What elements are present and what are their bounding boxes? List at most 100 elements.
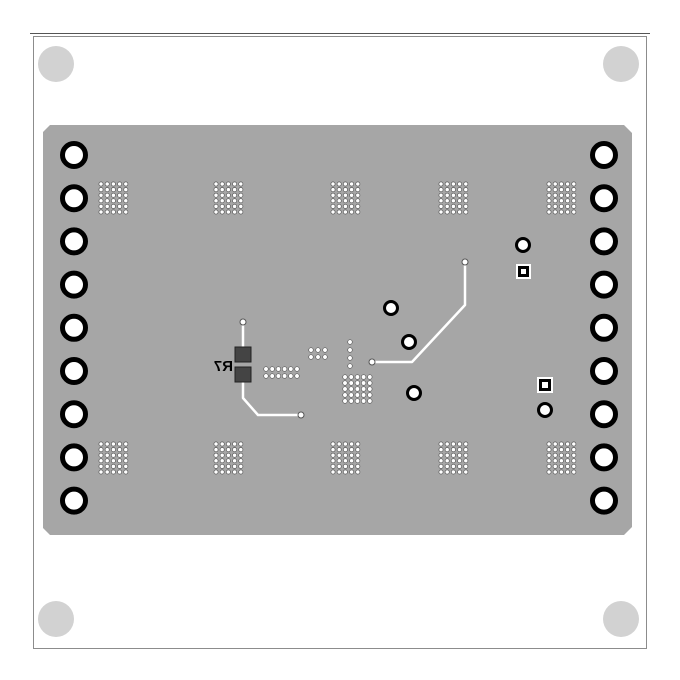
trace-end-vias [239,258,469,419]
via [330,441,336,447]
via [232,441,238,447]
via [571,441,577,447]
r7-label: R7 [214,358,233,375]
via [450,187,456,193]
via [565,203,571,209]
via-grid-arrays [98,181,577,475]
via [558,187,564,193]
via [213,469,219,475]
header-pin [590,443,618,472]
via [355,187,361,193]
via [342,374,348,380]
trace-r7-lower [241,378,303,417]
header-pin [590,357,618,385]
center-via-clusters [263,339,373,404]
via [232,187,238,193]
via [463,198,469,204]
via [355,441,361,447]
via [238,198,244,204]
via [349,198,355,204]
via [444,209,450,215]
via [330,469,336,475]
via [315,354,321,360]
via [565,181,571,187]
via [104,181,110,187]
via [444,463,450,469]
via [565,469,571,475]
via [457,469,463,475]
header-pin [590,227,618,256]
via [322,347,328,353]
via [571,458,577,464]
via [348,386,354,392]
via [558,181,564,187]
via [110,458,116,464]
tp-round [383,300,399,316]
via [558,452,564,458]
via [281,366,288,372]
via [438,203,444,209]
via [104,198,110,204]
via [213,181,219,187]
via [315,347,321,353]
header-pin [60,270,88,299]
via [558,441,564,447]
via [117,187,123,193]
via [355,458,361,464]
via [123,198,129,204]
via [546,187,552,193]
via [457,181,463,187]
via [110,187,116,193]
via [438,441,444,447]
via [269,366,275,372]
via [117,441,123,447]
via [104,452,110,458]
via [565,192,571,198]
r7-component: R7 [214,346,252,383]
via [367,374,373,380]
via [354,374,361,380]
via [336,187,342,193]
left-header-pins [60,141,88,515]
via [117,181,123,187]
via [349,458,355,464]
via [367,392,373,398]
via [552,209,558,215]
via [438,469,444,475]
via [98,198,104,204]
via [367,380,373,386]
via [219,441,225,447]
via [104,192,110,198]
via [123,447,129,453]
via [238,187,244,193]
header-pin [60,486,88,515]
via [342,181,348,187]
via [552,441,558,447]
via [463,441,469,447]
via [355,203,361,209]
via [117,469,123,475]
via [348,380,354,386]
mounting-hole [38,46,74,82]
tp-round [406,385,422,401]
via [342,458,348,464]
via [117,198,123,204]
via [463,187,469,193]
via [110,463,116,469]
via [461,258,469,266]
via [98,452,104,458]
via [571,187,577,193]
via [213,198,219,204]
via [349,192,355,198]
via [294,366,300,372]
via [348,398,354,404]
via [336,447,342,453]
via [355,463,361,469]
via [450,203,456,209]
header-pin [590,141,618,169]
via [457,203,463,209]
via [438,463,444,469]
trace-diagonal [370,260,467,364]
via [117,209,123,215]
via [347,355,353,361]
